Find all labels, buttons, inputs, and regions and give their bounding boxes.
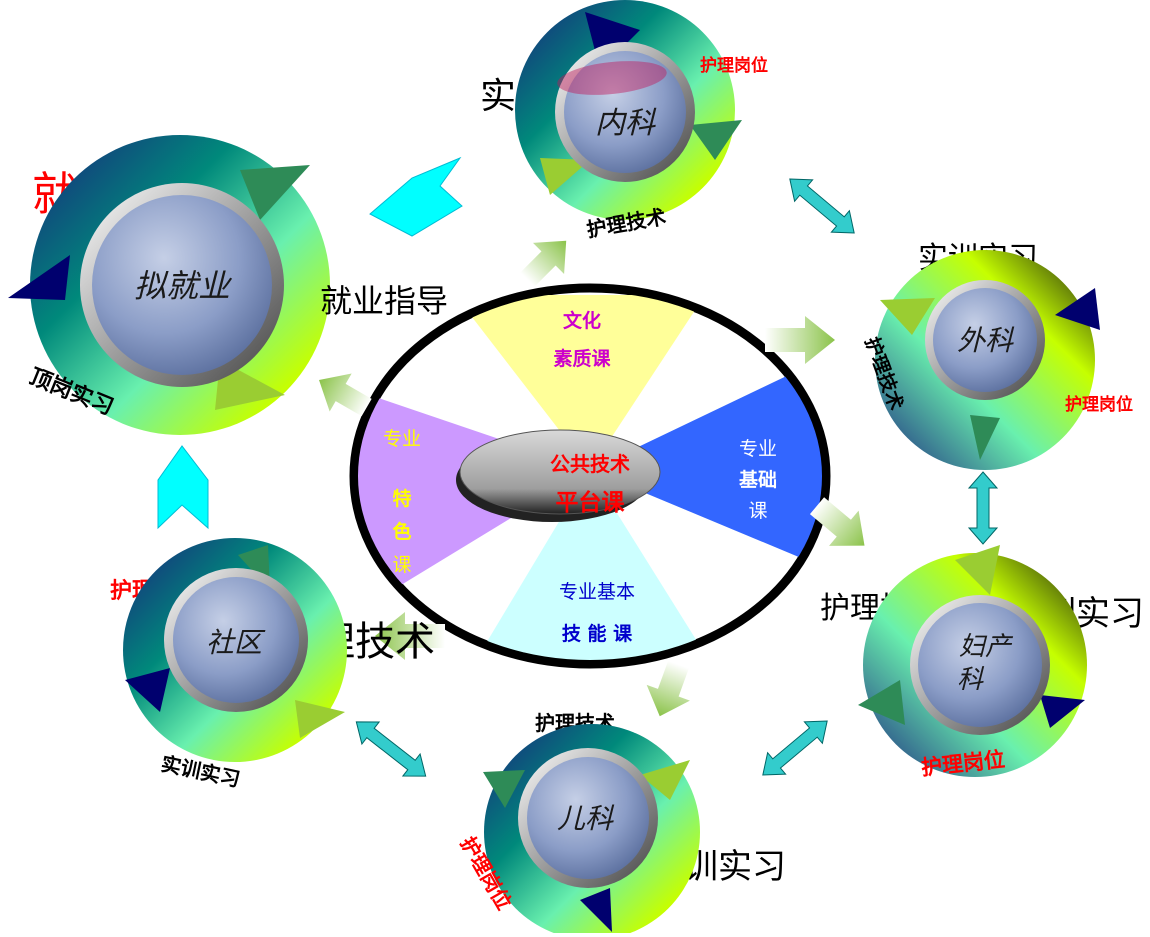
feature-label-line4: 课 xyxy=(392,554,411,576)
center-label-line2: 平台课 xyxy=(556,489,626,516)
internal-core xyxy=(564,51,686,173)
arrow-to-pediatrics xyxy=(646,660,690,717)
node-pediatrics: 护理技术 实训实习 儿科 护理岗位 xyxy=(456,711,786,937)
double-arrow-surgery-obgyn xyxy=(967,471,999,545)
obgyn-node-label-line2: 科 xyxy=(957,665,985,695)
surgery-post-label: 护理岗位 xyxy=(1065,394,1133,415)
double-arrow-community-pediatrics xyxy=(355,721,427,777)
node-obgyn: 护理技术 实训实习 妇产 科 护理岗位 xyxy=(820,545,1144,780)
surgery-core xyxy=(933,288,1037,392)
arrow-to-community xyxy=(375,612,445,660)
internal-post-label: 护理岗位 xyxy=(700,55,768,76)
arrow-to-surgery xyxy=(765,316,835,364)
surgery-node-label: 外科 xyxy=(957,324,1015,357)
center-label-line1: 公共技术 xyxy=(550,452,630,476)
feature-label-line2: 特 xyxy=(392,488,411,510)
employment-ring-arrowhead xyxy=(8,255,70,300)
chevron-arrow-left xyxy=(369,156,463,237)
basic-label-line3: 课 xyxy=(748,500,767,522)
central-platform: 公共技术 平台课 文化 素质课 专业 基础 课 专业基本 技 能 课 专业 特 … xyxy=(349,283,831,669)
node-internal: 实训实习 内科 护理岗位 护理技术 xyxy=(480,0,768,242)
culture-label-line2: 素质课 xyxy=(553,347,611,370)
double-arrows xyxy=(355,178,999,777)
basic-label-line1: 专业 xyxy=(739,438,777,460)
culture-sector xyxy=(455,295,705,470)
feature-label-line1: 专业 xyxy=(383,428,421,450)
obgyn-core xyxy=(918,603,1042,727)
internal-node-label: 内科 xyxy=(595,106,657,141)
culture-label-line1: 文化 xyxy=(563,309,601,332)
arrow-to-internal xyxy=(520,240,567,287)
double-arrow-obgyn-pediatrics xyxy=(762,720,828,776)
skills-label-line1: 专业基本 xyxy=(559,581,635,603)
employment-core xyxy=(92,195,272,375)
skills-label-line2: 技 能 课 xyxy=(562,622,633,645)
pediatrics-node-label: 儿科 xyxy=(557,802,615,835)
arrow-to-employment xyxy=(319,373,372,417)
employment-guide-label: 就业指导 xyxy=(320,282,448,320)
employment-node-label: 拟就业 xyxy=(134,267,233,305)
skills-sector xyxy=(470,470,715,660)
flow-arrows xyxy=(319,240,865,717)
center-disc xyxy=(459,429,661,515)
arrow-to-obgyn xyxy=(809,497,865,546)
node-employment: 就业岗位 拟就业 就业指导 顶岗实习 xyxy=(8,135,448,435)
node-surgery: 实训实习 外科 护理技术 护理岗位 xyxy=(860,241,1133,470)
double-arrow-internal-surgery xyxy=(789,178,855,234)
basic-label-line2: 基础 xyxy=(738,468,777,491)
chevron-arrow-up xyxy=(157,445,209,530)
feature-label-line3: 色 xyxy=(392,520,411,543)
pediatrics-core xyxy=(527,757,649,879)
community-core xyxy=(173,577,299,703)
community-node-label: 社区 xyxy=(206,626,266,659)
basic-sector xyxy=(590,360,822,570)
obgyn-node-label-line1: 妇产 xyxy=(959,632,1014,662)
